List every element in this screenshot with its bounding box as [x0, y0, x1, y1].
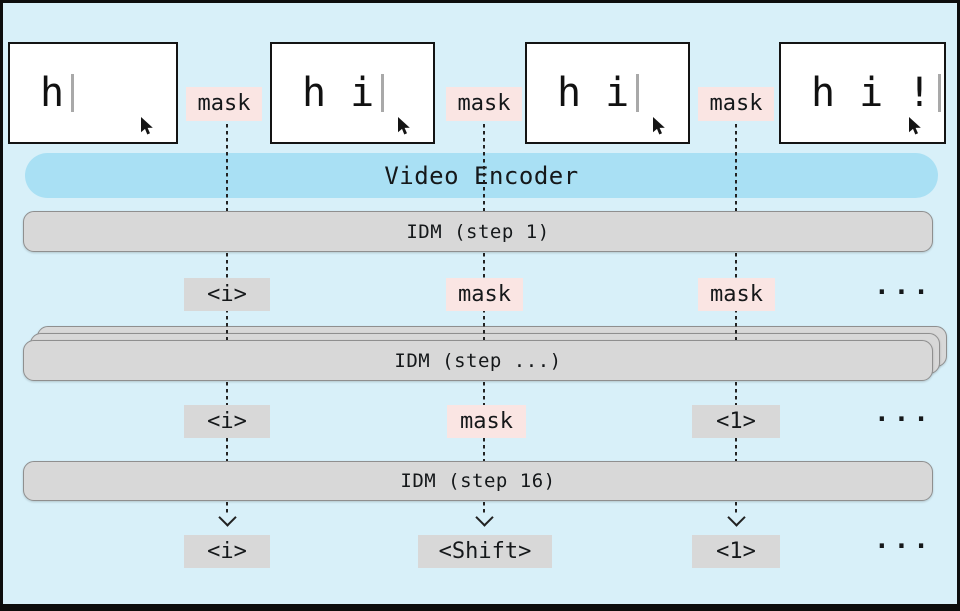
screen-frame-1: h [8, 42, 178, 144]
mouse-pointer-icon [653, 117, 665, 135]
dashed-connector [226, 124, 228, 212]
screen-frame-3: h i [525, 42, 690, 144]
screen-frame-4: h i ! [779, 42, 946, 144]
mouse-pointer-icon [909, 117, 921, 135]
ellipsis-more-tokens: ... [874, 525, 933, 555]
token-shift: <Shift> [418, 535, 552, 568]
token-mask: mask [447, 405, 526, 438]
idm-step-mid-bar: IDM (step ...) [23, 340, 933, 381]
screen-frame-2: h i [270, 42, 435, 144]
mask-label-top-2: mask [446, 87, 522, 121]
text-caret [381, 74, 385, 112]
idm-step16-bar: IDM (step 16) [23, 461, 933, 501]
screen-text: h i ! [811, 70, 932, 116]
dashed-connector [483, 124, 485, 212]
ellipsis-more-tokens: ... [874, 398, 933, 428]
mask-label-top-3: mask [698, 87, 774, 121]
screen-text: h i [302, 70, 375, 116]
dashed-connector [735, 124, 737, 212]
idm-step1-bar: IDM (step 1) [23, 211, 933, 252]
ellipsis-more-tokens: ... [874, 271, 933, 301]
token-i: <i> [184, 405, 270, 438]
token-mask: mask [698, 278, 775, 311]
dashed-connector [735, 502, 737, 513]
text-caret [636, 74, 640, 112]
video-encoder-bar: Video Encoder [25, 153, 938, 198]
dashed-connector [226, 502, 228, 513]
text-caret [71, 74, 75, 112]
mouse-pointer-icon [141, 117, 153, 135]
screen-text: h [40, 70, 65, 116]
token-i: <i> [184, 278, 270, 311]
text-caret [938, 74, 942, 112]
token-i: <i> [184, 535, 270, 568]
screen-text: h i [557, 70, 630, 116]
token-mask: mask [446, 278, 523, 311]
mask-label-top-1: mask [186, 87, 262, 121]
token-1: <1> [692, 535, 780, 568]
mouse-pointer-icon [398, 117, 410, 135]
dashed-connector [483, 502, 485, 513]
token-1: <1> [692, 405, 780, 438]
